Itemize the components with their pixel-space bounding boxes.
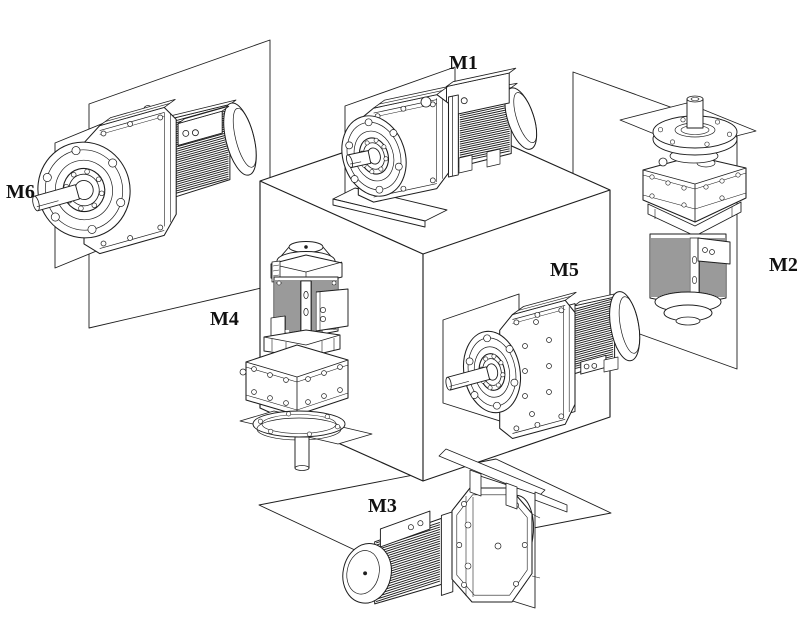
svg-text:M4: M4: [210, 308, 239, 330]
svg-text:M5: M5: [550, 259, 579, 281]
svg-text:M1: M1: [449, 52, 478, 74]
svg-text:M6: M6: [6, 181, 35, 203]
svg-text:M2: M2: [769, 254, 798, 276]
svg-text:M3: M3: [368, 495, 397, 517]
